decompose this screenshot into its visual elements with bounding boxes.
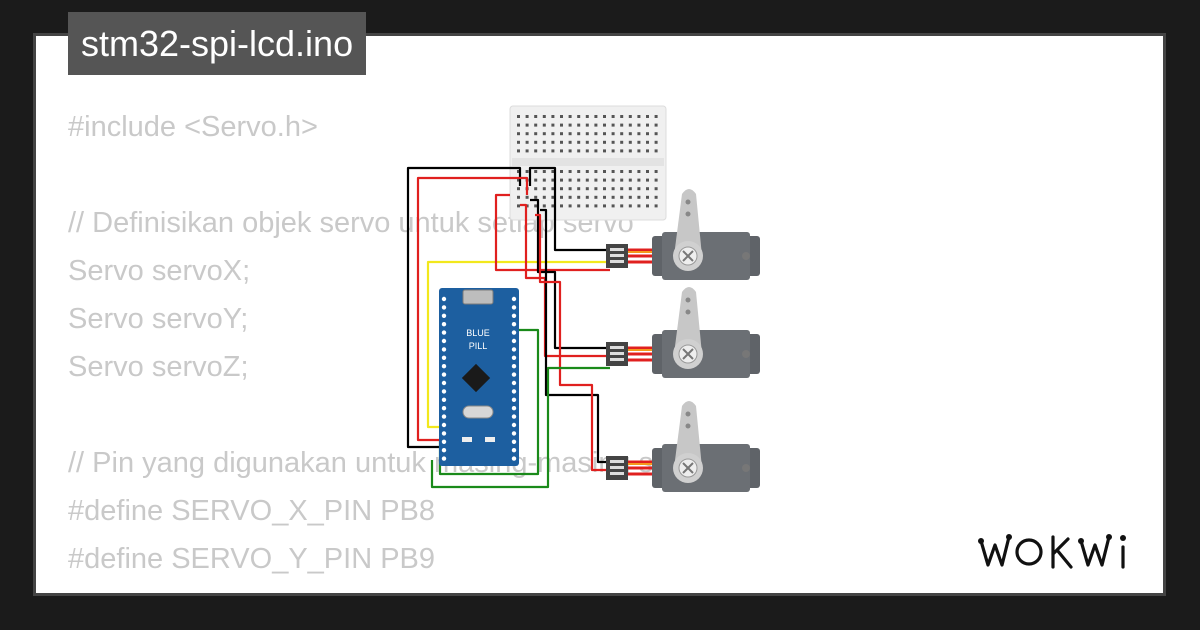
- crystal: [462, 405, 494, 419]
- board-label-1: BLUE: [466, 328, 490, 338]
- code-line: #define SERVO_Y_PIN PB9: [68, 543, 436, 575]
- wokwi-logo: [978, 534, 1126, 569]
- servo-x: [606, 189, 760, 280]
- board-label-2: PILL: [469, 341, 488, 351]
- wire-vcc-servo-z: [535, 213, 610, 472]
- project-title: stm32-spi-lcd.ino: [68, 12, 367, 75]
- mcu-chip: [461, 363, 491, 393]
- wires: [406, 166, 616, 489]
- servo-y: [606, 287, 760, 378]
- servo-z: [606, 401, 760, 492]
- code-line: Servo servoY;: [68, 303, 249, 335]
- wire-gnd-servo-x: [528, 166, 610, 252]
- blue-pill-board: BLUE PILL: [439, 288, 519, 466]
- wire-gnd-servo-y: [530, 198, 610, 350]
- wire-gnd-main: [406, 166, 522, 449]
- code-line: Servo servoX;: [68, 255, 251, 287]
- code-line: // Definisikan objek servo untuk setiap …: [68, 207, 634, 239]
- code-line: #include <Servo.h>: [68, 111, 318, 143]
- wire-signal-z: [430, 366, 610, 489]
- wire-gnd-servo-z: [540, 208, 610, 464]
- code-line: #define SERVO_X_PIN PB8: [68, 495, 436, 527]
- wire-vcc-main: [416, 176, 529, 442]
- breadboard: [509, 105, 667, 221]
- wire-vcc-servo-x: [494, 193, 610, 272]
- led: [462, 437, 472, 442]
- code-preview: #include <Servo.h> // Definisikan objek s…: [68, 103, 710, 593]
- code-line: Servo servoZ;: [68, 351, 249, 383]
- servo-horn: [674, 401, 702, 468]
- led: [485, 437, 495, 442]
- code-line: #define SERVO_Z_PIN PB11: [68, 583, 710, 593]
- servo-horn: [674, 287, 702, 354]
- servo-horn: [674, 189, 702, 256]
- wire-vcc-servo-y: [520, 203, 610, 358]
- usb-connector: [462, 289, 494, 305]
